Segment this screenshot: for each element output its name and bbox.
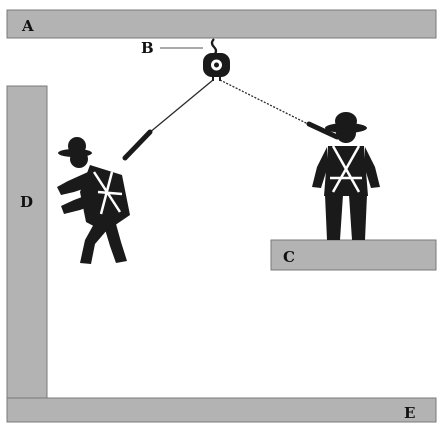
floor: E [6, 397, 437, 423]
ceiling-beam: A [6, 9, 437, 39]
wall: D [6, 85, 48, 399]
anchor-label: B [141, 39, 154, 57]
platform: C [270, 239, 437, 271]
lifelines [122, 79, 340, 161]
platform-label: C [283, 248, 295, 266]
floor-label: E [404, 404, 415, 422]
standing-worker-icon [312, 112, 380, 240]
retractable-lifeline-icon [203, 38, 230, 81]
wall-label: D [20, 193, 33, 211]
anchor-callout: B [141, 39, 203, 57]
falling-worker-icon [57, 137, 130, 264]
ceiling-label: A [21, 17, 34, 35]
